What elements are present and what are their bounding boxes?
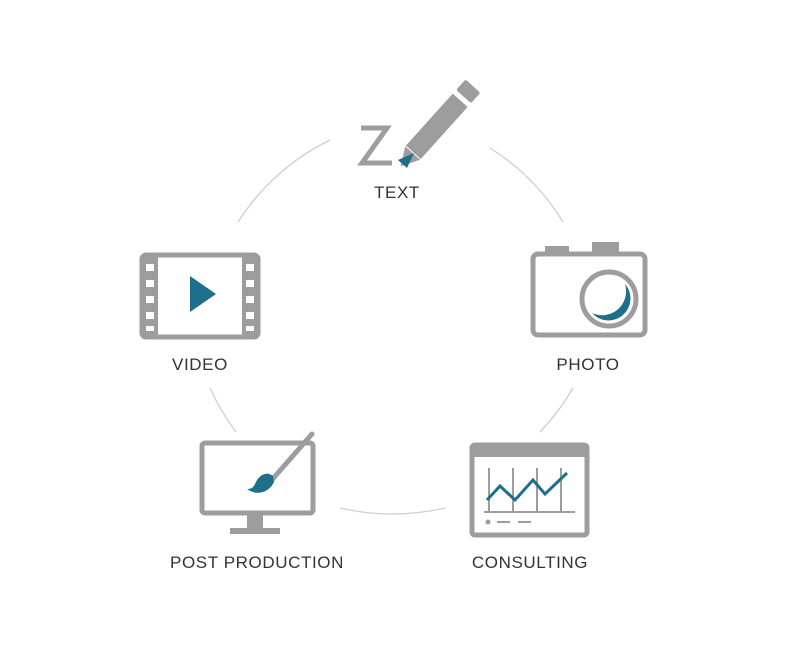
ring-arc-video-post xyxy=(209,387,237,433)
pencil-icon xyxy=(357,80,480,168)
label-post-production: POST PRODUCTION xyxy=(170,553,344,572)
label-video: VIDEO xyxy=(172,355,228,374)
label-text: TEXT xyxy=(374,183,420,202)
label-consulting: CONSULTING xyxy=(471,553,589,572)
monitor-brush-icon xyxy=(199,431,316,534)
label-photo: PHOTO xyxy=(556,355,620,374)
cycle-ring xyxy=(209,139,574,515)
ring-arc-text-photo xyxy=(489,147,564,223)
chart-window-icon xyxy=(469,442,590,538)
camera-icon xyxy=(530,242,648,338)
ring-arc-post-consulting xyxy=(339,507,446,515)
ring-arc-text-video xyxy=(237,139,331,223)
film-play-icon xyxy=(139,252,261,340)
ring-arc-photo-consulting xyxy=(539,387,574,433)
